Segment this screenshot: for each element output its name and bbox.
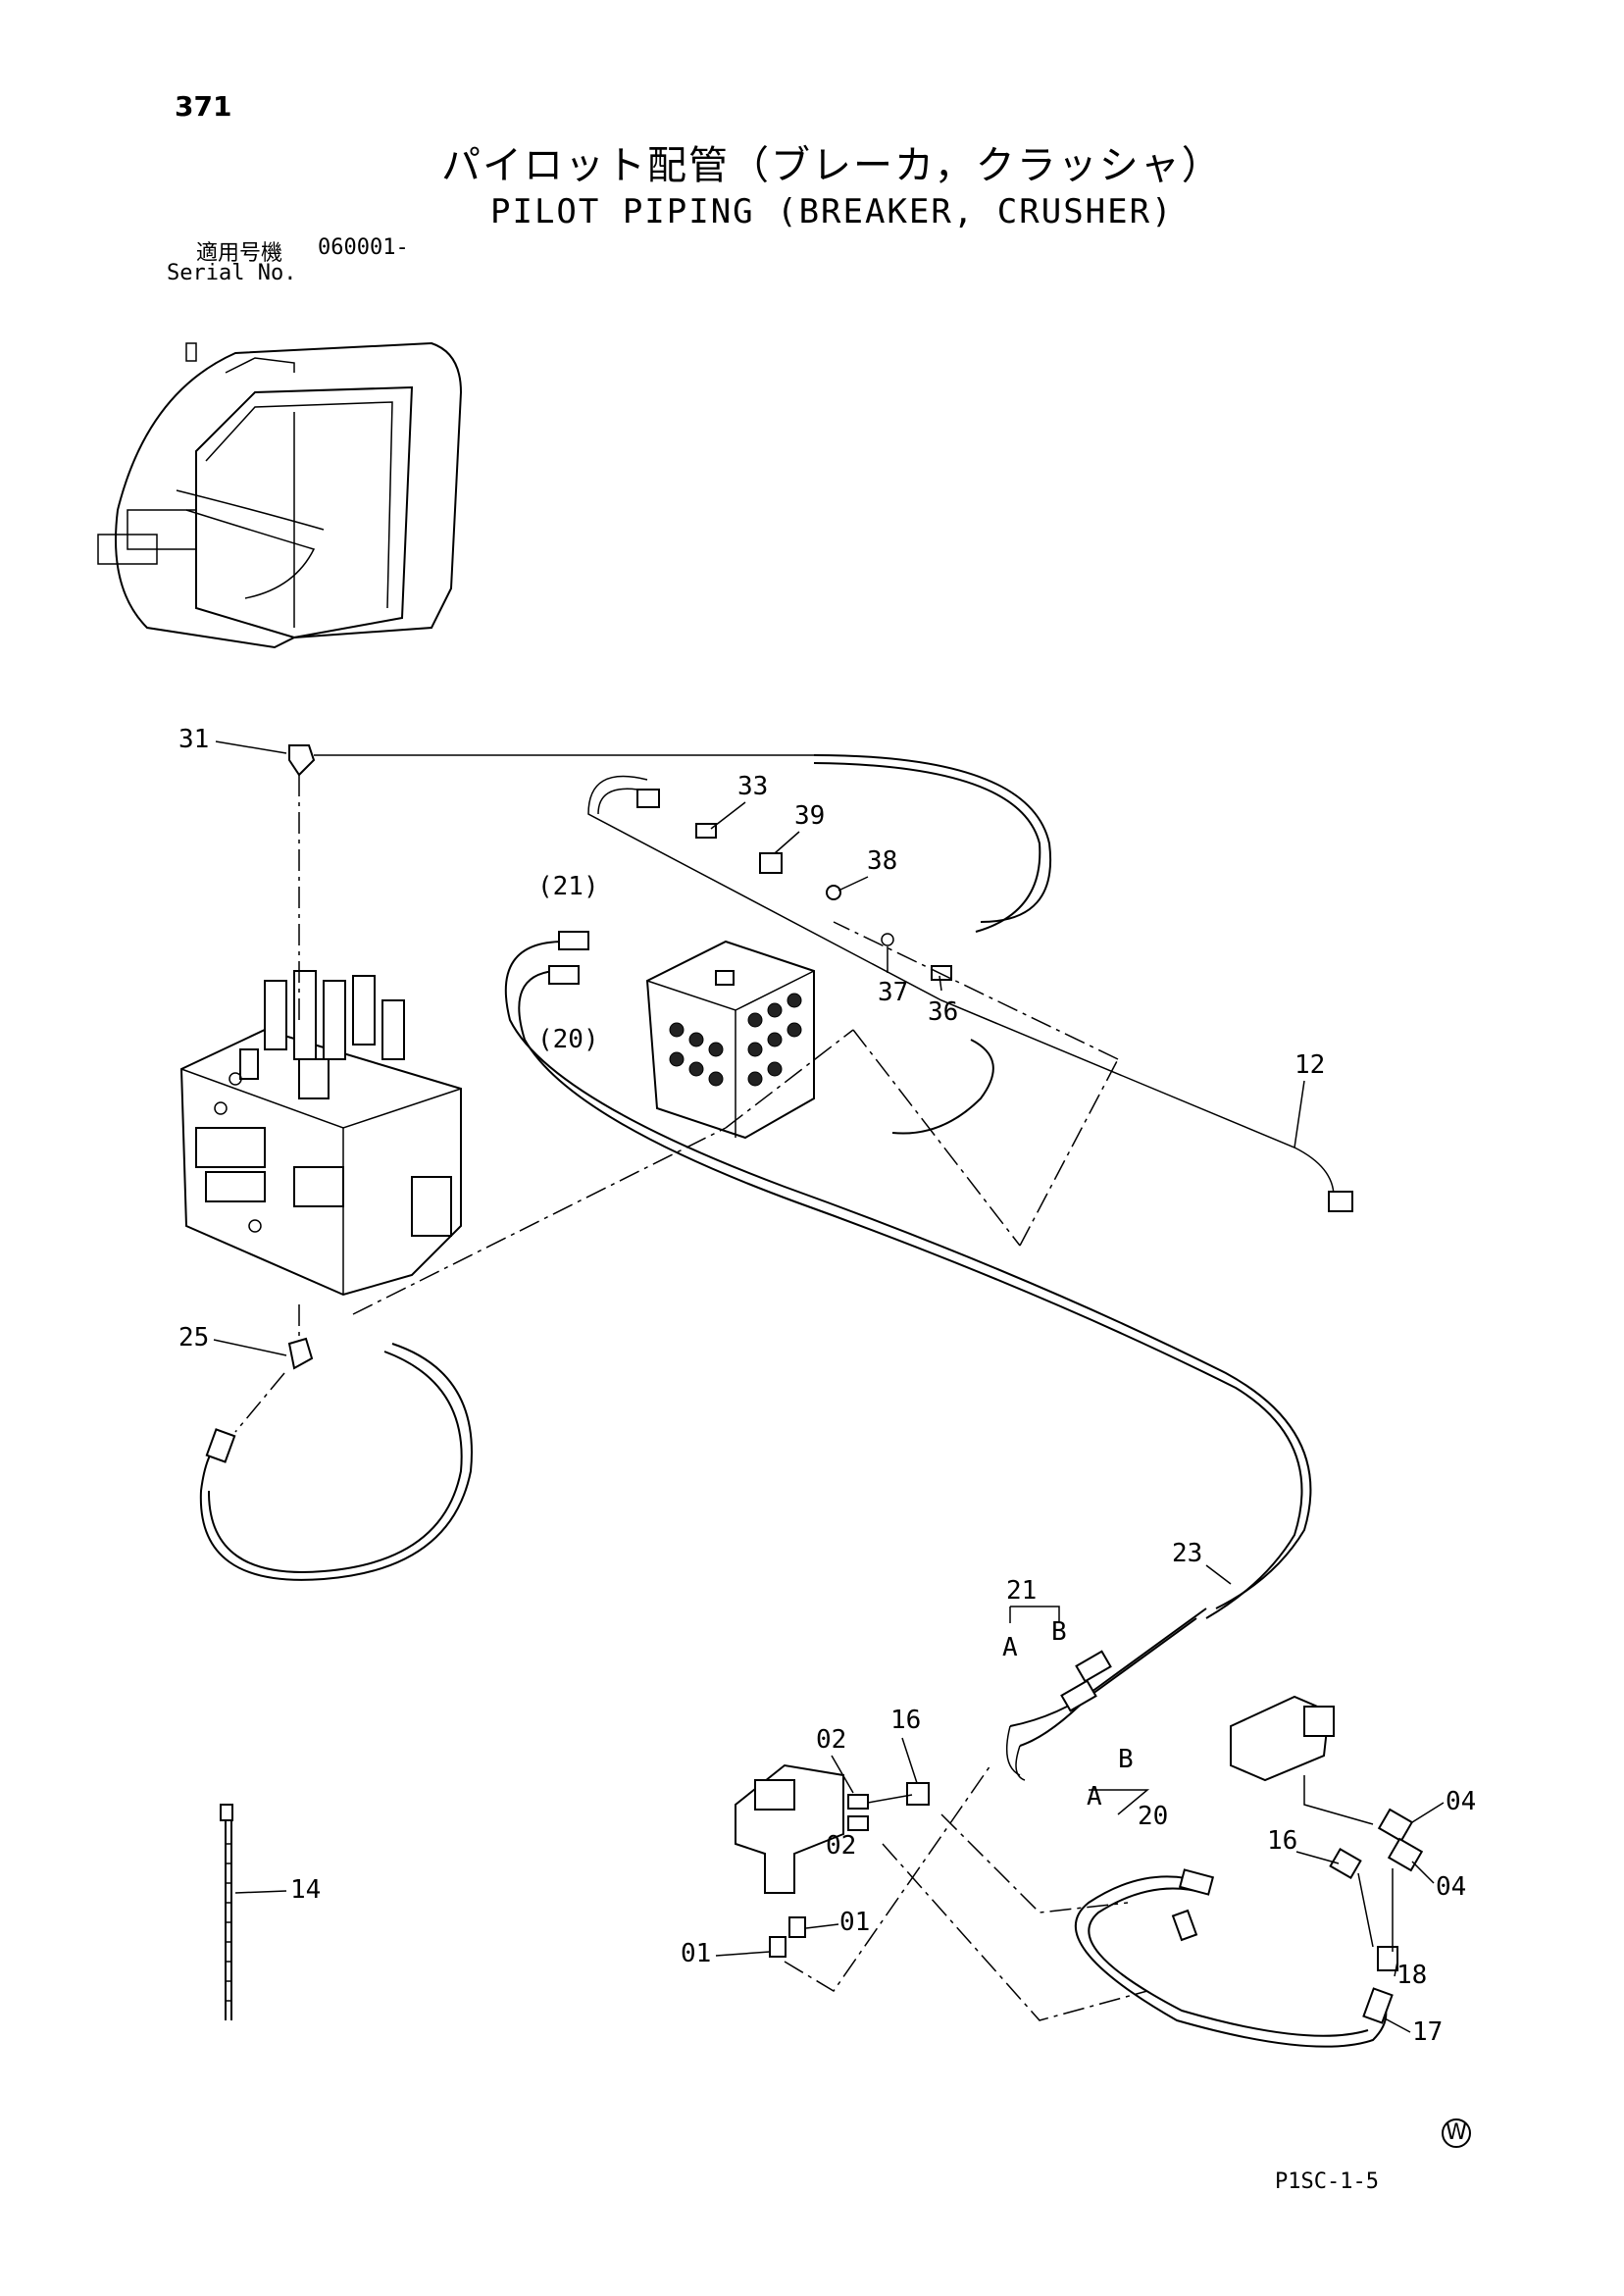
callout-04-lower: 04 <box>1436 1872 1466 1902</box>
callout-20: 20 <box>1138 1802 1168 1831</box>
label-b-upper: B <box>1051 1617 1067 1647</box>
callout-25: 25 <box>178 1323 209 1352</box>
part-callouts: 31 33 39 38 (21) (20) 37 36 12 25 23 21 … <box>178 725 1476 2047</box>
serial-number-value: 060001- <box>318 235 409 260</box>
hose-lines <box>199 744 1424 2048</box>
serial-label-japanese: 適用号機 <box>196 241 283 266</box>
callout-38: 38 <box>867 846 897 876</box>
callout-01-right: 01 <box>839 1908 870 1937</box>
callout-16-lower: 16 <box>1267 1826 1297 1856</box>
callout-17: 17 <box>1412 2017 1443 2047</box>
callout-20-ref: (20) <box>537 1025 599 1054</box>
label-a-lower: A <box>1087 1782 1102 1811</box>
page-title-japanese: パイロット配管（ブレーカ，クラッシャ） <box>441 143 1223 188</box>
label-b-lower: B <box>1118 1745 1134 1774</box>
page-number: 371 <box>175 90 232 123</box>
control-valve-block <box>179 970 462 1297</box>
callout-31: 31 <box>178 725 209 754</box>
callout-02-upper: 02 <box>816 1725 846 1755</box>
callout-23: 23 <box>1172 1539 1202 1568</box>
cab-illustration <box>97 341 463 649</box>
label-a-upper: A <box>1002 1633 1018 1662</box>
callout-12: 12 <box>1294 1050 1325 1080</box>
callout-36: 36 <box>928 997 958 1027</box>
callout-02-lower: 02 <box>826 1831 856 1861</box>
callout-01-left: 01 <box>681 1939 711 1968</box>
callout-16-upper: 16 <box>890 1706 921 1735</box>
serial-label-english: Serial No. <box>167 261 297 285</box>
callout-18: 18 <box>1396 1961 1427 1990</box>
watermark-mark: W <box>1442 2118 1471 2148</box>
callout-37: 37 <box>878 978 908 1007</box>
callout-33: 33 <box>737 772 768 801</box>
callout-14: 14 <box>290 1875 321 1905</box>
callout-39: 39 <box>794 801 825 831</box>
callout-04-upper: 04 <box>1446 1787 1476 1816</box>
pilot-valve-manifold <box>645 940 815 1140</box>
callout-21-ref: (21) <box>537 872 599 901</box>
page-title-english: PILOT PIPING (BREAKER, CRUSHER) <box>490 192 1174 231</box>
document-code: P1SC-1-5 <box>1275 2169 1379 2194</box>
callout-21: 21 <box>1006 1576 1037 1606</box>
